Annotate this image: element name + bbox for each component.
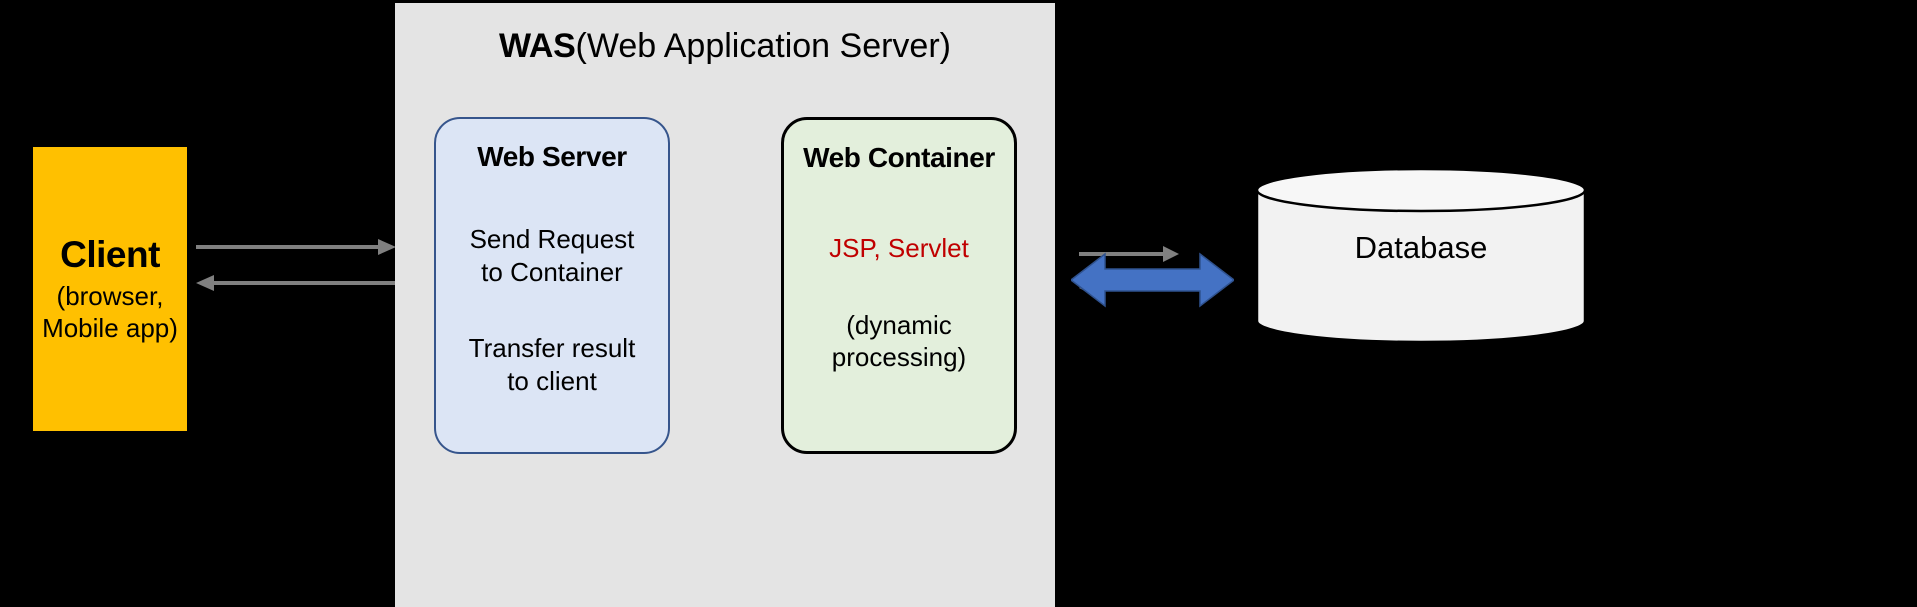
web-server-node: Web Server Send Request to Container Tra…	[434, 117, 670, 454]
was-title-acronym: WAS	[499, 27, 576, 65]
web-server-para1-line1: Send Request	[469, 224, 635, 254]
web-server-para2-line2: to client	[507, 365, 597, 396]
web-server-title: Web Server	[477, 141, 627, 172]
database-label: Database	[1354, 230, 1488, 265]
client-title: Client	[60, 234, 160, 276]
web-container-para-line2: processing)	[831, 342, 967, 372]
arrow-was-to-database-bidirectional	[1071, 252, 1234, 308]
database-node: Database	[1255, 167, 1587, 344]
was-title: WAS(Web Application Server)	[395, 27, 1055, 66]
web-server-para2-line1: Transfer result	[468, 333, 636, 363]
web-container-para-line1: (dynamic	[846, 309, 952, 340]
was-panel: WAS(Web Application Server) Web Server S…	[395, 3, 1179, 607]
web-server-para1-line2: to Container	[481, 256, 623, 287]
database-cylinder-icon	[1255, 167, 1587, 344]
arrow-webserver-to-container	[1079, 246, 1179, 262]
web-container-node: Web Container JSP, Servlet (dynamic proc…	[781, 117, 1017, 454]
arrow-client-to-webserver	[196, 239, 396, 255]
client-node: Client (browser, Mobile app)	[33, 147, 187, 431]
arrow-webserver-to-client	[196, 275, 396, 291]
was-title-expansion: (Web Application Server)	[575, 27, 951, 65]
client-subtitle-line2: Mobile app)	[42, 312, 178, 343]
web-container-code-label: JSP, Servlet	[829, 233, 969, 263]
client-subtitle-line1: (browser,	[56, 281, 164, 312]
web-container-title: Web Container	[803, 142, 995, 173]
